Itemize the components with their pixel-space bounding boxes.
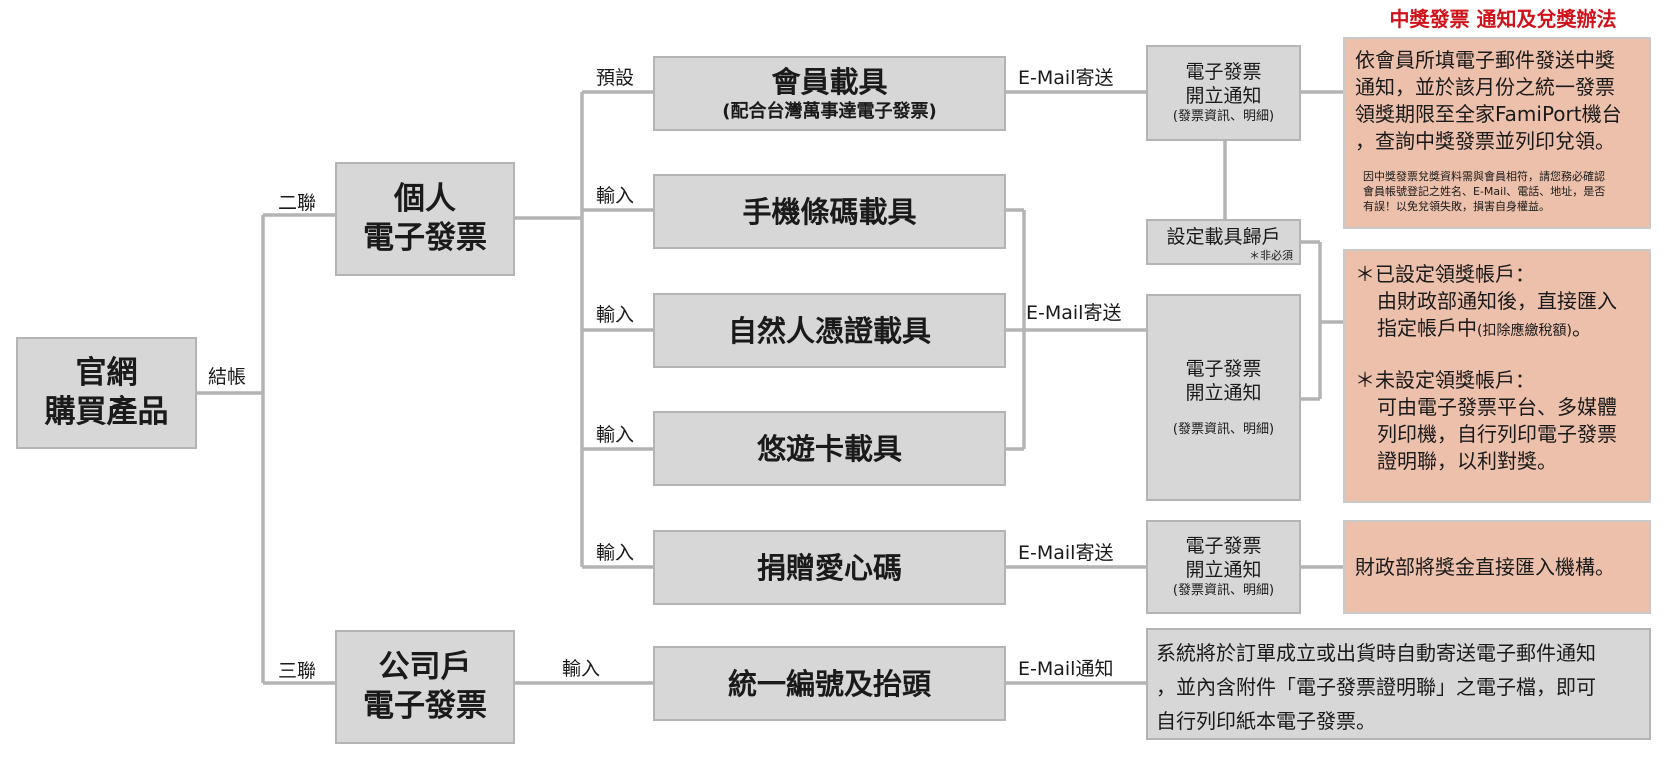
invoice-notice-detail: (發票資訊、明細) [1172, 109, 1275, 124]
edge-label-email-send-member: E-Mail寄送 [1018, 67, 1114, 89]
invoice-notice-carriers: 電子發票 開立通知 (發票資訊、明細) [1146, 294, 1301, 501]
account-unset-line-1: 可由電子發票平台、多媒體 [1377, 395, 1617, 419]
invoice-notice-line-1: 電子發票 [1185, 535, 1262, 557]
citizen-certificate-carrier-node: 自然人憑證載具 [653, 293, 1006, 368]
page-title: 中獎發票 通知及兌獎辦法 [1389, 7, 1617, 31]
account-set-title: ＊已設定領獎帳戶： [1355, 262, 1535, 286]
member-carrier-title: 會員載具 [771, 64, 888, 99]
invoice-notice-line-1: 電子發票 [1185, 357, 1262, 380]
account-set-line-2-main: 指定帳戶中 [1377, 316, 1477, 340]
carrier-account-setup-label: 設定載具歸戶 [1166, 226, 1281, 248]
prize-member-text-line-2: 通知，並於該月份之統一發票 [1355, 75, 1615, 99]
prize-member-note-line-2: 會員帳號登記之姓名、E-Mail、電話、地址，是否 [1363, 185, 1606, 198]
prize-notice-donation: 財政部將獎金直接匯入機構。 [1343, 520, 1651, 614]
easycard-carrier-node: 悠遊卡載具 [653, 411, 1006, 486]
prize-donation-text: 財政部將獎金直接匯入機構。 [1355, 554, 1615, 579]
account-set-tax-note: (扣除應繳稅額) [1477, 323, 1572, 339]
invoice-notice-donation: 電子發票 開立通知 (發票資訊、明細) [1146, 520, 1301, 614]
company-note-line-3: 自行列印紙本電子發票。 [1156, 709, 1376, 733]
edge-label-email-send-carriers: E-Mail寄送 [1026, 302, 1122, 324]
edge-label-input-company: 輸入 [562, 658, 601, 680]
edge-label-input-easycard: 輸入 [596, 424, 635, 446]
edge-label-default: 預設 [596, 67, 635, 89]
edge-label-input-citizen: 輸入 [596, 304, 635, 326]
mobile-barcode-carrier-node: 手機條碼載具 [653, 174, 1006, 249]
personal-invoice-node: 個人 電子發票 [335, 162, 515, 276]
account-unset-line-3: 證明聯，以利對獎。 [1377, 449, 1557, 473]
company-email-note: 系統將於訂單成立或出貨時自動寄送電子郵件通知 ，並內含附件「電子發票證明聯」之電… [1146, 628, 1651, 740]
company-note-line-2: ，並內含附件「電子發票證明聯」之電子檔，即可 [1156, 675, 1596, 699]
account-unset-line-2: 列印機，自行列印電子發票 [1377, 422, 1617, 446]
prize-member-text-line-4: ，查詢中獎發票並列印兌領。 [1355, 129, 1615, 153]
edge-label-input-donate: 輸入 [596, 542, 635, 564]
account-set-line-2: 指定帳戶中(扣除應繳稅額)。 [1355, 315, 1592, 345]
easycard-carrier-label: 悠遊卡載具 [756, 431, 902, 466]
edge-label-email-send-donate: E-Mail寄送 [1018, 542, 1114, 564]
invoice-notice-line-2: 開立通知 [1185, 559, 1262, 581]
invoice-notice-line-2: 開立通知 [1185, 381, 1262, 404]
prize-member-note: 因中獎發票兌獎資料需與會員相符，請您務必確認 會員帳號登記之姓名、E-Mail、… [1355, 169, 1605, 214]
personal-invoice-line-2: 電子發票 [363, 220, 487, 256]
invoice-notice-line-2: 開立通知 [1185, 85, 1262, 107]
edge-label-input-mobile: 輸入 [596, 185, 635, 207]
edge-label-two-part: 二聯 [278, 192, 317, 214]
prize-member-text-line-3: 領獎期限至全家FamiPort機台 [1355, 102, 1622, 126]
mobile-barcode-carrier-label: 手機條碼載具 [742, 194, 917, 229]
account-set-end: 。 [1571, 316, 1592, 340]
root-node-official-site-purchase: 官網 購買產品 [16, 337, 197, 449]
account-unset-title: ＊未設定領獎帳戶： [1355, 368, 1535, 392]
invoice-notice-detail: (發票資訊、明細) [1172, 421, 1275, 437]
prize-notice-member: 依會員所填電子郵件發送中獎 通知，並於該月份之統一發票 領獎期限至全家FamiP… [1343, 37, 1651, 229]
invoice-notice-member: 電子發票 開立通知 (發票資訊、明細) [1146, 45, 1301, 141]
member-carrier-node: 會員載具 (配合台灣萬事達電子發票) [653, 56, 1006, 131]
prize-member-note-line-3: 有誤！以免兌領失敗，損害自身權益。 [1363, 200, 1550, 213]
edge-label-email-notify: E-Mail通知 [1018, 658, 1114, 680]
tax-id-and-title-node: 統一編號及抬頭 [653, 646, 1006, 721]
prize-member-text-line-1: 依會員所填電子郵件發送中獎 [1355, 48, 1615, 72]
carrier-account-setup-node: 設定載具歸戶 ＊非必須 [1146, 219, 1301, 265]
carrier-account-setup-note: ＊非必須 [1249, 249, 1293, 262]
invoice-notice-line-1: 電子發票 [1185, 61, 1262, 83]
prize-member-note-line-1: 因中獎發票兌獎資料需與會員相符，請您務必確認 [1363, 170, 1605, 183]
donation-code-label: 捐贈愛心碼 [756, 550, 902, 585]
company-invoice-node: 公司戶 電子發票 [335, 630, 515, 744]
root-node-line-1: 官網 [75, 355, 138, 391]
invoice-notice-detail: (發票資訊、明細) [1172, 583, 1275, 598]
company-note-line-1: 系統將於訂單成立或出貨時自動寄送電子郵件通知 [1156, 641, 1596, 665]
citizen-certificate-carrier-label: 自然人憑證載具 [727, 313, 931, 348]
tax-id-and-title-label: 統一編號及抬頭 [727, 666, 931, 701]
edge-label-checkout: 結帳 [208, 366, 247, 388]
prize-account-instructions: ＊已設定領獎帳戶： 由財政部通知後，直接匯入 指定帳戶中(扣除應繳稅額)。 ＊未… [1343, 249, 1651, 503]
company-invoice-line-1: 公司戶 [378, 649, 472, 685]
personal-invoice-line-1: 個人 [394, 181, 456, 217]
donation-code-node: 捐贈愛心碼 [653, 530, 1006, 605]
root-node-line-2: 購買產品 [44, 394, 169, 430]
company-invoice-line-2: 電子發票 [363, 688, 487, 724]
member-carrier-subtitle: (配合台灣萬事達電子發票) [722, 100, 937, 122]
edge-label-three-part: 三聯 [278, 660, 317, 682]
account-set-line-1: 由財政部通知後，直接匯入 [1377, 289, 1617, 313]
